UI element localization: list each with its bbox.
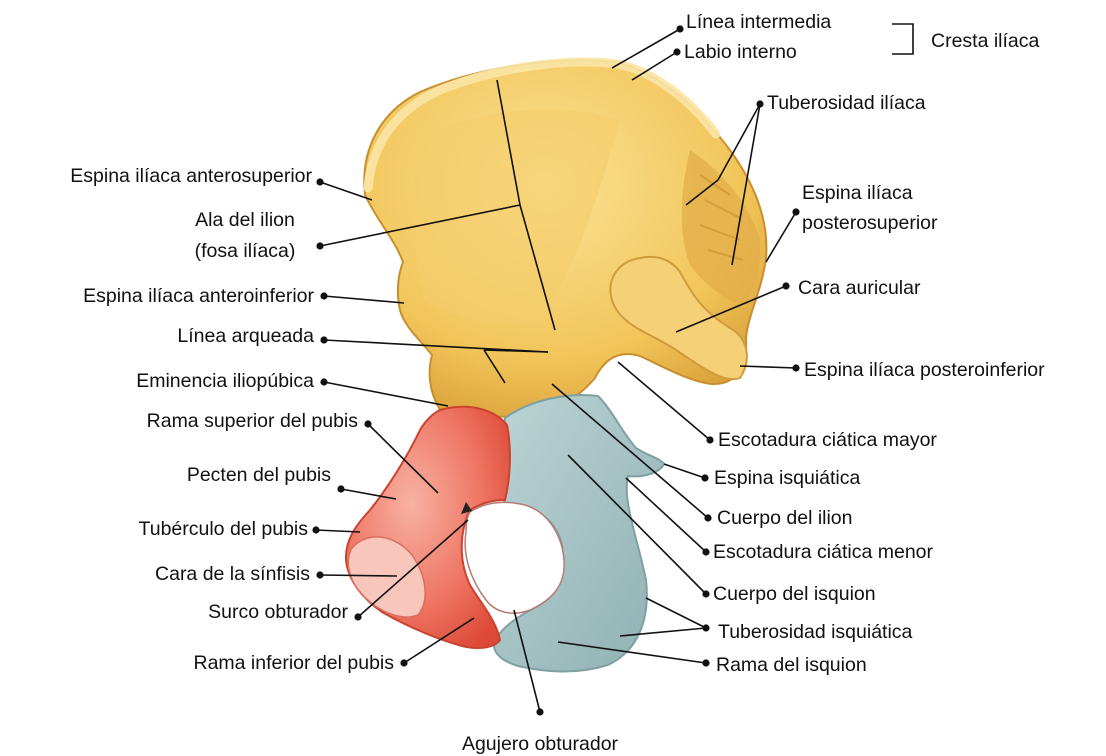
label-tuberosidad-iliaca: Tuberosidad ilíaca: [767, 92, 926, 114]
label-rama-inferior-pubis: Rama inferior del pubis: [60, 652, 394, 674]
label-espina-posterosuperior-line1: Espina ilíaca: [802, 182, 913, 204]
label-fosa-iliaca: (fosa ilíaca): [150, 240, 340, 262]
label-surco-obturador: Surco obturador: [60, 601, 348, 623]
label-espina-posterosuperior-line2: posterosuperior: [802, 212, 938, 234]
label-escotadura-menor: Escotadura ciática menor: [713, 541, 933, 563]
label-espina-anteroinferior: Espina ilíaca anteroinferior: [0, 285, 314, 307]
label-rama-superior-pubis: Rama superior del pubis: [40, 410, 358, 432]
label-linea-intermedia: Línea intermedia: [686, 11, 831, 33]
label-linea-arqueada: Línea arqueada: [60, 325, 314, 347]
label-ala-ilion: Ala del ilion: [150, 209, 340, 231]
label-labio-interno: Labio interno: [684, 41, 797, 63]
label-tuberosidad-isquiatica: Tuberosidad isquiática: [718, 621, 912, 643]
label-cara-sinfisis: Cara de la sínfisis: [60, 563, 310, 585]
label-tuberculo-pubis: Tubérculo del pubis: [40, 518, 308, 540]
label-cuerpo-isquion: Cuerpo del isquion: [713, 583, 876, 605]
label-agujero-obturador: Agujero obturador: [420, 733, 660, 755]
label-espina-anterosuperior: Espina ilíaca anterosuperior: [0, 165, 312, 187]
label-cresta-iliaca: Cresta ilíaca: [931, 30, 1039, 52]
label-pecten-pubis: Pecten del pubis: [60, 464, 331, 486]
label-cara-auricular: Cara auricular: [798, 277, 920, 299]
label-rama-isquion: Rama del isquion: [716, 654, 867, 676]
label-espina-posteroinferior: Espina ilíaca posteroinferior: [804, 359, 1045, 381]
label-eminencia-iliopubica: Eminencia iliopúbica: [40, 370, 314, 392]
label-espina-isquiatica: Espina isquiática: [714, 467, 860, 489]
label-escotadura-mayor: Escotadura ciática mayor: [718, 429, 937, 451]
label-cuerpo-ilion: Cuerpo del ilion: [717, 507, 853, 529]
